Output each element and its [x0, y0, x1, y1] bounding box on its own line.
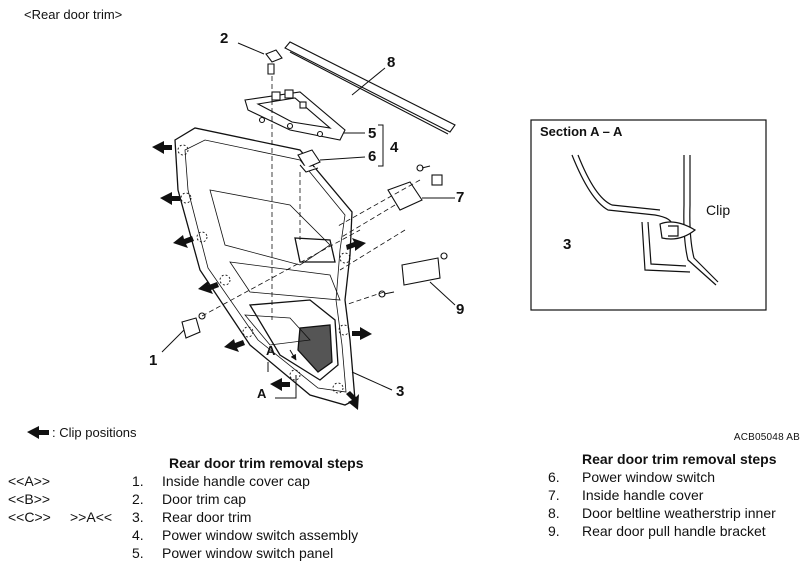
inside-handle-cover	[387, 164, 443, 211]
clip-arrows	[27, 141, 372, 439]
reference-code: ACB05048 AB	[733, 432, 800, 443]
inside-handle-cover-cap	[181, 312, 206, 339]
callout-5: 5	[368, 125, 377, 142]
clip-positions-legend: : Clip positions	[52, 425, 137, 440]
callout-2: 2	[220, 30, 229, 47]
steps-heading-left: Rear door trim removal steps	[169, 455, 364, 471]
step-row: 4. Power window switch assembly	[132, 527, 359, 543]
door-trim-cap	[265, 49, 283, 75]
power-window-switch-assembly	[244, 89, 346, 141]
callout-1: 1	[149, 352, 158, 369]
legend-arrow-icon	[27, 426, 49, 439]
step-row: 5. Power window switch panel	[132, 545, 334, 561]
section-a-a-box	[530, 119, 767, 311]
pull-handle-bracket	[378, 252, 448, 298]
section-marker-a-top: A	[266, 343, 276, 358]
section-title: Section A – A	[540, 124, 623, 139]
section-marker-a-bottom: A	[257, 386, 267, 401]
callout-4: 4	[390, 139, 399, 156]
callout-8: 8	[387, 54, 396, 71]
exploded-view-diagram	[27, 41, 767, 439]
removal-steps-right: Rear door trim removal steps 6. Power wi…	[548, 450, 806, 540]
section-cut-marker	[267, 349, 297, 399]
step-row: 8. Door beltline weatherstrip inner	[548, 505, 776, 521]
callout-7: 7	[456, 189, 465, 206]
step-row: <<C>> >>A<< 3. Rear door trim	[8, 509, 252, 525]
step-row: 6. Power window switch	[548, 469, 716, 485]
assembly-guide-lines	[201, 76, 421, 320]
door-beltline-weatherstrip	[284, 41, 456, 135]
removal-steps-left: Rear door trim removal steps <<A>> 1. In…	[8, 454, 428, 562]
rear-door-trim-panel	[174, 127, 356, 406]
section-clip-label: Clip	[706, 202, 731, 218]
step-row: <<B>> 2. Door trim cap	[8, 491, 247, 507]
section-part-label: 3	[563, 236, 572, 253]
callout-9: 9	[456, 301, 465, 318]
step-row: 9. Rear door pull handle bracket	[548, 523, 766, 539]
clip-positions	[177, 144, 351, 394]
power-window-switch	[297, 149, 321, 173]
steps-heading-right: Rear door trim removal steps	[582, 451, 777, 467]
step-row: <<A>> 1. Inside handle cover cap	[8, 473, 310, 489]
step-row: 7. Inside handle cover	[548, 487, 704, 503]
diagram-title: <Rear door trim>	[24, 7, 123, 22]
callout-6: 6	[368, 148, 377, 165]
callout-3: 3	[396, 383, 405, 400]
